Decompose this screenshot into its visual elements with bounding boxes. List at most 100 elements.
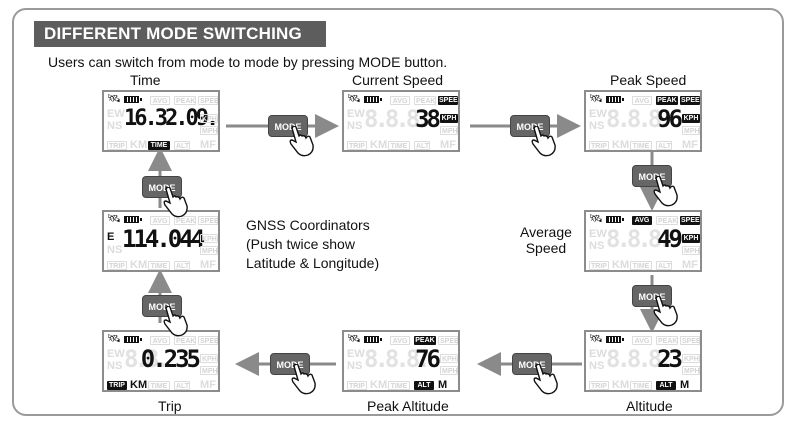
battery-icon <box>364 336 382 343</box>
battery-icon <box>124 216 142 223</box>
peak-tag: PEAK <box>414 336 436 345</box>
alt-tag: ALT <box>174 381 190 390</box>
speed-tag: SPEED <box>438 96 458 105</box>
ew-indicator: EW <box>589 108 607 120</box>
signal-icon: 🛰 <box>589 333 603 345</box>
kph-tag: KPH <box>440 114 458 123</box>
alt-tag: ALT <box>414 141 430 150</box>
section-header: DIFFERENT MODE SWITCHING <box>34 21 326 47</box>
alt-tag: ALT <box>174 261 190 270</box>
time-tag: TIME <box>630 261 652 270</box>
km-unit: KM <box>130 379 148 391</box>
mf-unit: MF <box>682 259 698 271</box>
mf-unit: MF <box>200 259 216 271</box>
speed-tag: SPEED <box>680 336 701 345</box>
avg-tag: AVG <box>390 336 410 345</box>
battery-icon <box>606 336 624 343</box>
current-speed-value: 38 <box>415 105 441 133</box>
peak-altitude-value: 76 <box>415 345 441 373</box>
ns-indicator: NS <box>107 120 123 132</box>
ns-indicator: NS <box>347 360 363 372</box>
mf-unit: MF <box>440 139 456 151</box>
kph-tag: KPH <box>682 234 700 243</box>
altitude-label: Altitude <box>626 398 673 414</box>
mph-tag: MPH <box>200 366 218 375</box>
time-tag: TIME <box>630 381 652 390</box>
km-unit: KM <box>612 259 630 271</box>
km-unit: KM <box>370 139 388 151</box>
battery-icon <box>606 216 624 223</box>
trip-tag: TRIP <box>107 261 127 270</box>
signal-icon: 🛰 <box>107 93 121 105</box>
mph-tag: MPH <box>440 126 458 135</box>
mph-tag: MPH <box>200 246 218 255</box>
time-tag: TIME <box>148 381 170 390</box>
m-unit: M <box>680 379 690 391</box>
altitude-value: 23 <box>657 345 683 373</box>
peak-speed-value: 96 <box>657 105 683 133</box>
avg-tag: AVG <box>150 336 170 345</box>
speed-tag: SPEED <box>680 216 700 225</box>
alt-tag: ALT <box>656 381 676 390</box>
average-speed-screen: 🛰 AVG PEAK SPEED EW NS 8.8.8. 49 KPH MPH… <box>584 210 702 272</box>
ew-indicator: EW <box>589 348 607 360</box>
time-label: Time <box>130 72 161 88</box>
kph-tag: KPH <box>200 114 218 123</box>
ns-indicator: NS <box>589 360 605 372</box>
pointing-hand-icon <box>291 364 316 395</box>
ew-indicator: EW <box>107 348 125 360</box>
km-unit: KM <box>130 139 148 151</box>
average-speed-value: 49 <box>657 225 683 253</box>
pointing-hand-icon <box>163 187 188 218</box>
mph-tag: MPH <box>200 126 218 135</box>
gnss-label-line1: GNSS Coordinators <box>246 217 370 233</box>
gnss-description: GNSS Coordinators (Push twice show Latit… <box>246 216 379 273</box>
trip-tag: TRIP <box>589 381 609 390</box>
time-tag: TIME <box>388 141 410 150</box>
kph-tag: KPH <box>200 354 218 363</box>
time-tag: TIME <box>630 141 652 150</box>
trip-tag: TRIP <box>347 141 367 150</box>
pointing-hand-icon <box>653 296 678 327</box>
gnss-label-line2: (Push twice show <box>246 236 355 252</box>
kph-tag: KPH <box>682 354 700 363</box>
gnss-screen: 🛰 AVG PEAK SPEED E NS 114.044 KPH MPH TR… <box>102 210 220 272</box>
alt-tag: ALT <box>414 381 434 390</box>
ns-indicator: NS <box>107 244 123 256</box>
battery-icon <box>364 96 382 103</box>
m-unit: M <box>438 379 448 391</box>
ns-indicator: NS <box>107 360 123 372</box>
battery-icon <box>124 336 142 343</box>
km-unit: KM <box>612 379 630 391</box>
speed-tag: SPEED <box>198 336 219 345</box>
battery-icon <box>606 96 624 103</box>
signal-icon: 🛰 <box>347 93 361 105</box>
avg-tag: AVG <box>632 96 652 105</box>
ew-indicator: EW <box>589 228 607 240</box>
alt-tag: ALT <box>656 141 672 150</box>
ew-indicator: EW <box>107 108 125 120</box>
mph-tag: MPH <box>440 366 458 375</box>
mf-unit: MF <box>200 139 216 151</box>
speed-tag: SPEED <box>438 336 459 345</box>
mph-tag: MPH <box>682 366 700 375</box>
pointing-hand-icon <box>289 126 314 157</box>
mf-unit: MF <box>200 379 216 391</box>
kph-tag: KPH <box>200 234 218 243</box>
peak-tag: PEAK <box>656 336 678 345</box>
trip-screen: 🛰 AVG PEAK SPEED EW NS 8.8. 0.235 KPH MP… <box>102 330 220 392</box>
peak-tag: PEAK <box>174 336 196 345</box>
avg-tag: AVG <box>632 336 652 345</box>
trip-label: Trip <box>158 398 182 414</box>
ns-indicator: NS <box>589 120 605 132</box>
alt-tag: ALT <box>656 261 672 270</box>
peak-altitude-screen: 🛰 AVG PEAK SPEED EW NS 8.8.8. 76 KPH MPH… <box>342 330 460 392</box>
battery-icon <box>124 96 142 103</box>
avg-tag: AVG <box>632 216 652 225</box>
signal-icon: 🛰 <box>347 333 361 345</box>
average-speed-label-line2: Speed <box>525 240 567 256</box>
ew-indicator: EW <box>347 108 365 120</box>
time-tag: TIME <box>148 261 170 270</box>
east-indicator: E <box>107 231 115 243</box>
speed-tag: SPEED <box>198 216 219 225</box>
